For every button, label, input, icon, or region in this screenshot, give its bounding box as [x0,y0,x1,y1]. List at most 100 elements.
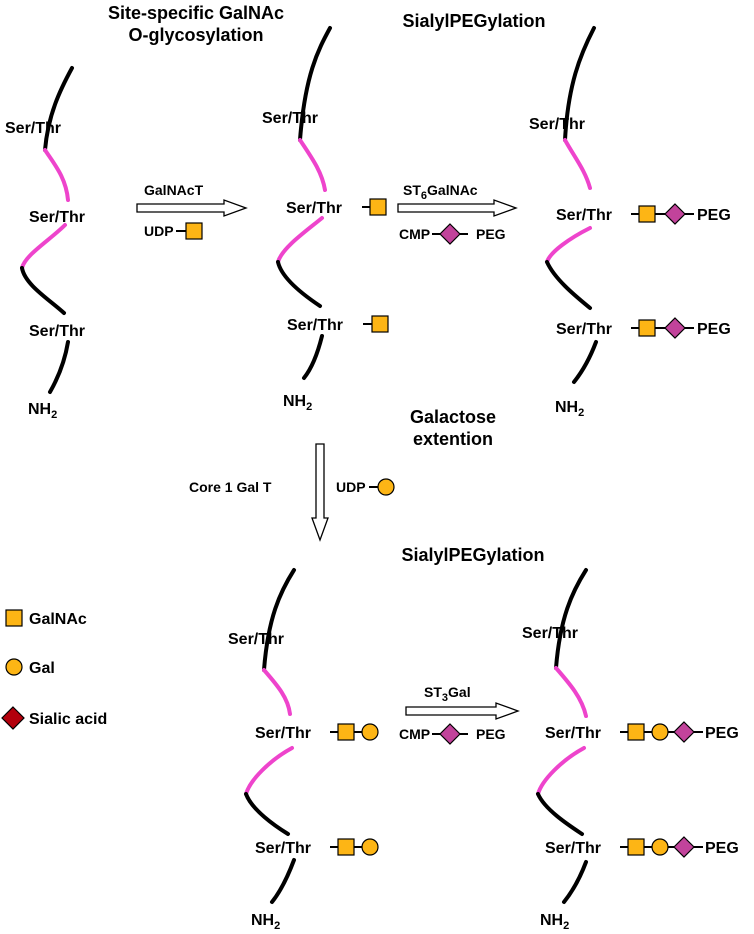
chain-segment [562,860,588,904]
chain-segment-highlight [262,668,292,716]
peptide-chain-2 [276,26,332,380]
title-sialylpegylation-top: SialylPEGylation [402,11,545,31]
residue-label: Ser/Thr [556,207,612,224]
n-terminus-label: NH2 [251,912,280,932]
reaction-arrow [136,199,248,217]
donor-udp-label: UDP [144,223,174,239]
chain-segment [298,26,332,142]
residue-label: Ser/Thr [255,840,311,857]
galnac-square-icon [638,205,656,223]
galnac-square-icon [337,723,355,741]
donor-cmp-label: CMP [399,226,430,242]
n-terminus-label: NH2 [28,401,57,421]
donor-peg-label: PEG [476,726,506,742]
vertical-reaction-arrow [311,443,329,542]
sialic-acid-diamond-icon [664,317,686,339]
residue-label: Ser/Thr [29,323,85,340]
galnac-square-icon [337,838,355,856]
galnac-square-icon [627,723,645,741]
title-galactose-line2: extention [413,429,493,449]
sialic-acid-diamond-icon [664,203,686,225]
reaction-arrow [397,199,518,217]
chain-segment [554,568,588,670]
title-sialylpegylation-bottom: SialylPEGylation [401,545,544,565]
chain-segment [244,792,290,836]
residue-label: Ser/Thr [5,120,61,137]
enzyme-st6galnac-label: ST6GalNAc [403,182,478,202]
galnac-square-icon [371,315,389,333]
sialic-acid-diamond-icon [673,836,695,858]
chain-segment-highlight [563,138,592,190]
peg-label: PEG [705,725,739,742]
peg-label: PEG [705,840,739,857]
galnac-square-icon [638,319,656,337]
galnac-square-icon [369,198,387,216]
donor-udp-label: UDP [336,479,366,495]
legend-sialic-acid-diamond-icon [1,706,25,730]
sialic-acid-diamond-icon [439,223,461,245]
chain-segment [302,334,324,380]
legend-gal-label: Gal [29,660,55,677]
peg-label: PEG [697,321,731,338]
chain-segment [276,260,322,308]
gal-circle-icon [361,838,379,856]
residue-label: Ser/Thr [262,110,318,127]
residue-label: Ser/Thr [522,625,578,642]
chain-segment [48,340,70,394]
chain-segment-highlight [298,138,327,192]
n-terminus-label: NH2 [540,912,569,932]
sialic-acid-diamond-icon [673,721,695,743]
peptide-chain-4 [244,568,296,904]
residue-label: Ser/Thr [545,840,601,857]
residue-label: Ser/Thr [286,200,342,217]
gal-circle-icon [651,838,669,856]
n-terminus-label: NH2 [283,393,312,413]
gal-circle-icon [377,478,395,496]
residue-label: Ser/Thr [255,725,311,742]
reaction-arrow [405,702,520,720]
chain-segment-highlight [536,746,586,796]
donor-cmp-label: CMP [399,726,430,742]
residue-label: Ser/Thr [545,725,601,742]
legend-galnac-square-icon [5,609,23,627]
title-glycosylation-line1: Site-specific GalNAc [108,3,284,23]
n-terminus-label: NH2 [555,399,584,419]
title-glycosylation-line2: O-glycosylation [128,25,263,45]
chain-segment-highlight [554,666,588,718]
chain-segment-highlight [20,223,67,270]
peptide-chain-1 [20,66,74,394]
sialic-acid-diamond-icon [439,723,461,745]
gal-circle-icon [651,723,669,741]
peptide-chain-5 [536,568,588,904]
legend-gal-circle-icon [5,658,23,676]
chain-segment-highlight [276,216,324,264]
chain-segment [270,858,296,904]
chain-segment-highlight [545,226,592,264]
chain-segment [43,66,74,152]
residue-label: Ser/Thr [529,116,585,133]
legend-galnac-label: GalNAc [29,611,87,628]
title-galactose-line1: Galactose [410,407,496,427]
chain-segment [563,26,596,142]
legend-sialic-acid-label: Sialic acid [29,711,107,728]
enzyme-galnact-label: GalNAcT [144,182,204,198]
galnac-square-icon [627,838,645,856]
chain-segment [545,260,592,310]
galnac-square-icon [185,222,203,240]
chain-segment [262,568,296,672]
chain-segment-highlight [244,746,294,796]
peptide-chain-3 [545,26,598,384]
chain-segment [20,266,66,315]
residue-label: Ser/Thr [29,209,85,226]
enzyme-st3gal-label: ST3Gal [424,684,471,704]
legend: GalNAc Gal Sialic acid [1,609,107,730]
gal-circle-icon [361,723,379,741]
peg-label: PEG [697,207,731,224]
chain-segment-highlight [43,148,70,202]
donor-peg-label: PEG [476,226,506,242]
residue-label: Ser/Thr [287,317,343,334]
residue-label: Ser/Thr [228,631,284,648]
enzyme-core1-label: Core 1 Gal T [189,479,272,495]
